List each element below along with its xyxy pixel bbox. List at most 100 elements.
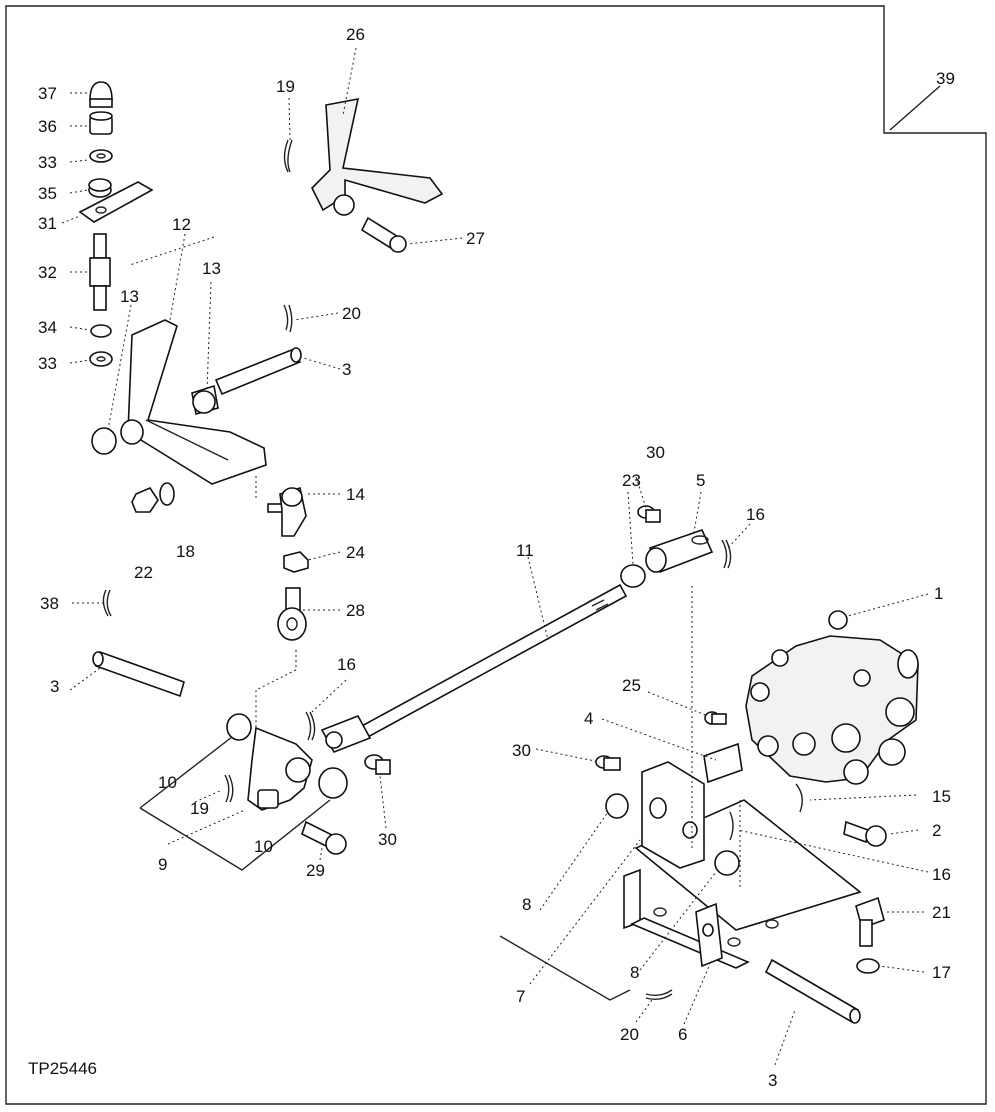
bushing-8-top <box>605 793 629 819</box>
bushing-13-right <box>191 384 219 415</box>
callout-4: 4 <box>584 709 593 728</box>
pin-29 <box>301 820 347 855</box>
callout-36: 36 <box>38 117 57 136</box>
bushing-8-bottom <box>714 850 740 876</box>
bolt-25 <box>704 711 727 725</box>
callout-19-low: 19 <box>190 799 209 818</box>
pin-3-bottom <box>764 958 861 1024</box>
callout-16-left: 16 <box>337 655 356 674</box>
callout-20-bottom: 20 <box>620 1025 639 1044</box>
pin-3-left <box>92 650 185 698</box>
callout-30-left: 30 <box>378 830 397 849</box>
callout-26: 26 <box>346 25 365 44</box>
callout-32: 32 <box>38 263 57 282</box>
bolt-30-top <box>637 505 661 523</box>
bolt-21 <box>855 896 885 947</box>
bolt-30-right <box>595 755 621 771</box>
callout-9: 9 <box>158 855 167 874</box>
valve-1 <box>745 610 919 785</box>
callout-14: 14 <box>346 485 365 504</box>
callout-16-right: 16 <box>932 865 951 884</box>
pedal-26 <box>311 97 444 216</box>
bushing-23 <box>620 564 646 588</box>
callout-15: 15 <box>932 787 951 806</box>
washer-17 <box>856 958 880 974</box>
callout-8-top: 8 <box>522 895 531 914</box>
pin-27 <box>360 216 407 253</box>
bolt-2 <box>843 820 887 847</box>
callout-31: 31 <box>38 214 57 233</box>
callout-7: 7 <box>516 987 525 1006</box>
callout-39: 39 <box>936 69 955 88</box>
callout-37: 37 <box>38 84 57 103</box>
nut-24 <box>283 551 309 573</box>
callout-8-bottom: 8 <box>630 963 639 982</box>
cotter-pin-15 <box>795 783 803 813</box>
cotter-pin-38 <box>102 589 112 617</box>
clevis-rod-end <box>320 714 372 754</box>
cotter-pin-20-top <box>283 304 293 333</box>
nut-36 <box>89 111 113 135</box>
cap-nut-37 <box>89 81 113 108</box>
lock-washer-34 <box>90 324 112 338</box>
callout-20-top: 20 <box>342 304 361 323</box>
callout-27: 27 <box>466 229 485 248</box>
callout-13-b: 13 <box>120 287 139 306</box>
callout-17: 17 <box>932 963 951 982</box>
callout-10-right: 10 <box>254 837 273 856</box>
callout-3-top: 3 <box>342 360 351 379</box>
bolt-30-left <box>364 754 391 775</box>
callout-6: 6 <box>678 1025 687 1044</box>
callout-3-bottom: 3 <box>768 1071 777 1090</box>
rod-end-14 <box>267 486 307 537</box>
leader-lines <box>61 47 941 1066</box>
page-border <box>5 5 987 1105</box>
bracket-12 <box>127 319 267 485</box>
callout-35: 35 <box>38 184 57 203</box>
callout-2: 2 <box>932 821 941 840</box>
callout-1: 1 <box>934 584 943 603</box>
callout-34: 34 <box>38 318 57 337</box>
callout-24: 24 <box>346 543 365 562</box>
callout-16-top: 16 <box>746 505 765 524</box>
callout-23: 23 <box>622 471 641 490</box>
cotter-pin-16-right <box>729 811 734 841</box>
callout-12: 12 <box>172 215 191 234</box>
link-5 <box>645 529 714 574</box>
callout-28: 28 <box>346 601 365 620</box>
callout-10-left: 10 <box>158 773 177 792</box>
pin-3-top <box>214 347 302 396</box>
callout-5: 5 <box>696 471 705 490</box>
cotter-pin-16-top <box>721 539 732 569</box>
callout-11: 11 <box>516 541 534 560</box>
callout-33-top: 33 <box>38 153 57 172</box>
cotter-pin-19-low <box>224 774 234 803</box>
callout-29: 29 <box>306 861 325 880</box>
callout-19-top: 19 <box>276 77 295 96</box>
callout-30-top: 30 <box>646 443 665 462</box>
bushing-35 <box>88 178 112 198</box>
washer-33-bottom <box>89 351 113 367</box>
callout-33-bottom: 33 <box>38 354 57 373</box>
callout-labels: 37 36 33 35 31 32 34 33 26 19 27 12 13 1… <box>38 25 955 1090</box>
bellcrank-9 <box>247 726 313 811</box>
nut-22 <box>131 487 159 513</box>
callout-25: 25 <box>622 676 641 695</box>
lever-4 <box>641 742 743 869</box>
callout-38: 38 <box>40 594 59 613</box>
washer-33-top <box>89 149 113 163</box>
cotter-pin-20-bottom <box>645 989 673 1001</box>
bracket-6 <box>695 902 723 968</box>
callout-21: 21 <box>932 903 951 922</box>
cotter-pin-16-left <box>305 711 316 741</box>
callout-22: 22 <box>134 563 153 582</box>
callout-13-a: 13 <box>202 259 221 278</box>
washer-18 <box>159 482 175 506</box>
bushing-13-left <box>91 419 144 455</box>
callout-30-right: 30 <box>512 741 531 760</box>
stud-32 <box>89 233 111 311</box>
rod-end-28 <box>277 587 307 641</box>
figure-id: TP25446 <box>28 1059 97 1078</box>
callout-18: 18 <box>176 542 195 561</box>
